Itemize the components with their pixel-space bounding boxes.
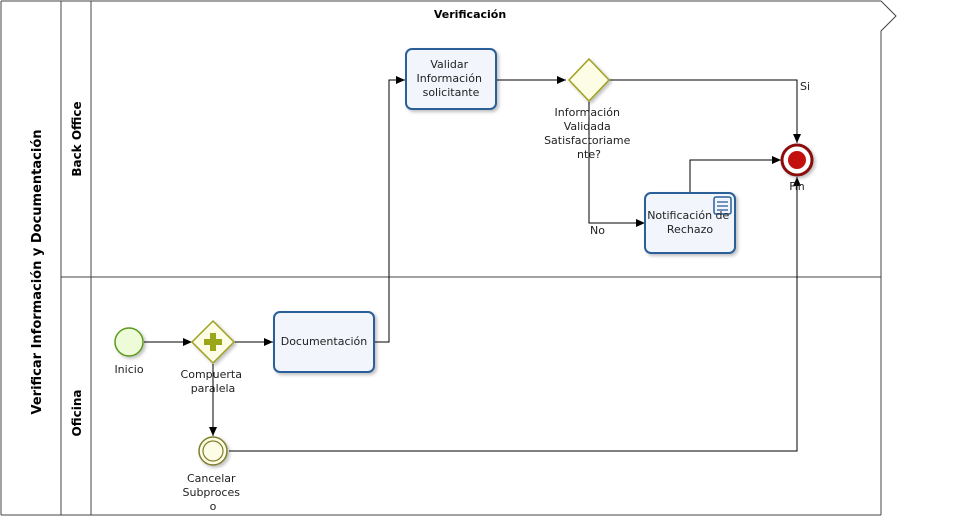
flow-label-si: Si <box>800 80 810 93</box>
parallel-gateway-label: Compuerta paralela <box>181 368 246 395</box>
task-validar-line-2: Información <box>417 72 482 85</box>
task-documentacion[interactable]: Documentación <box>273 311 375 373</box>
parallel-gateway[interactable] <box>190 319 236 365</box>
start-event[interactable] <box>114 327 144 357</box>
task-notificacion-line-2: Rechazo <box>667 223 713 236</box>
flow-cancelar-fin <box>229 177 801 452</box>
flow-documentacion-validar <box>374 76 405 343</box>
phase-title: Verificación <box>434 8 506 21</box>
plus-icon <box>204 333 222 351</box>
task-notificacion-line-1: Notificación de <box>647 209 729 222</box>
task-documentacion-label: Documentación <box>281 335 368 348</box>
task-validar-line-3: solicitante <box>423 86 480 99</box>
pool <box>0 0 897 516</box>
flow-notificacion-fin <box>689 156 781 193</box>
start-event-label: Inicio <box>114 363 143 376</box>
pool-title: Verificar Información y Documentación <box>30 129 45 414</box>
exclusive-gateway[interactable] <box>567 57 611 103</box>
sequence-flows <box>144 76 801 452</box>
exclusive-gateway-label: Información Validada Satisfactoriame nte… <box>544 106 634 161</box>
flow-gateway-fin-si <box>609 79 801 143</box>
flow-label-no: No <box>590 224 605 237</box>
lane-title-back-office: Back Office <box>70 101 84 176</box>
cancel-event-label: Cancelar Subproces o <box>183 472 244 513</box>
task-validar-line-1: Validar <box>430 58 468 71</box>
task-validar-informacion[interactable]: Validar Información solicitante <box>405 48 497 110</box>
message-icon <box>713 196 732 215</box>
lane-title-oficina: Oficina <box>70 390 84 437</box>
end-event[interactable] <box>780 143 814 177</box>
cancel-event[interactable] <box>198 436 228 466</box>
svg-text:Validar Información: Validar Información solicitante <box>417 58 486 99</box>
end-event-label: Fin <box>789 180 805 193</box>
flow-gateway-notificacion-no <box>588 101 645 227</box>
task-notificacion-rechazo[interactable]: Notificación de Rechazo <box>644 192 736 254</box>
svg-text:Notificación de Rechazo: Notificación de Rechazo <box>647 209 733 236</box>
